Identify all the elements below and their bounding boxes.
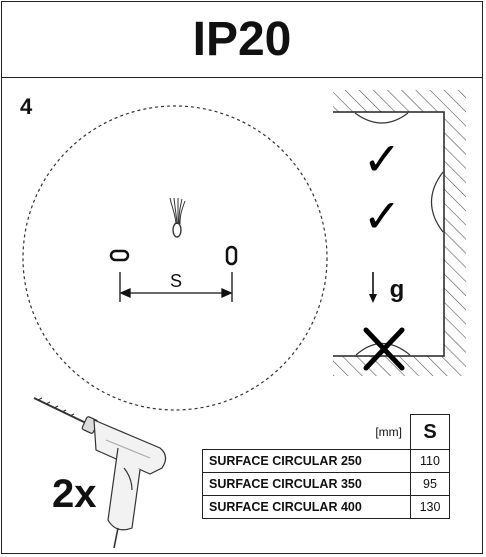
dimension-line (119, 272, 233, 302)
table-header-row: [mm] S (203, 414, 450, 450)
spacing-table: [mm] S SURFACE CIRCULAR 250 110 SURFACE … (202, 414, 450, 519)
product-name: SURFACE CIRCULAR 400 (202, 495, 411, 519)
step-number: 4 (20, 94, 33, 119)
drill-icon (33, 397, 167, 549)
spacing-value: 130 (410, 495, 450, 519)
drilling-circle (22, 105, 328, 411)
table-row: SURFACE CIRCULAR 250 110 (202, 449, 450, 473)
cable-icon (169, 197, 186, 238)
wall-hatch (444, 112, 466, 356)
gravity-arrow-icon (369, 272, 377, 303)
column-header: S (410, 414, 450, 450)
page-title: IP20 (2, 2, 482, 78)
product-name: SURFACE CIRCULAR 350 (202, 472, 411, 496)
ceiling-lamp-icon (354, 112, 409, 124)
unit-label: [mm] (375, 424, 402, 439)
spacing-value: 110 (410, 449, 450, 473)
table-row: SURFACE CIRCULAR 400 130 (202, 495, 450, 519)
wall-lamp-icon (431, 171, 444, 233)
table-row: SURFACE CIRCULAR 350 95 (202, 472, 450, 496)
mounting-hole-right (225, 245, 238, 266)
spacing-value: 95 (410, 472, 450, 496)
cross-icon (363, 327, 405, 371)
check-icon: ✓ (363, 132, 402, 186)
mounting-hole-left (109, 249, 130, 262)
check-icon: ✓ (363, 189, 402, 243)
ceiling-hatch (333, 90, 466, 112)
product-name: SURFACE CIRCULAR 250 (202, 449, 411, 473)
gravity-label: g (390, 276, 405, 303)
quantity-label: 2x (52, 472, 97, 516)
spacing-label: S (170, 271, 182, 291)
